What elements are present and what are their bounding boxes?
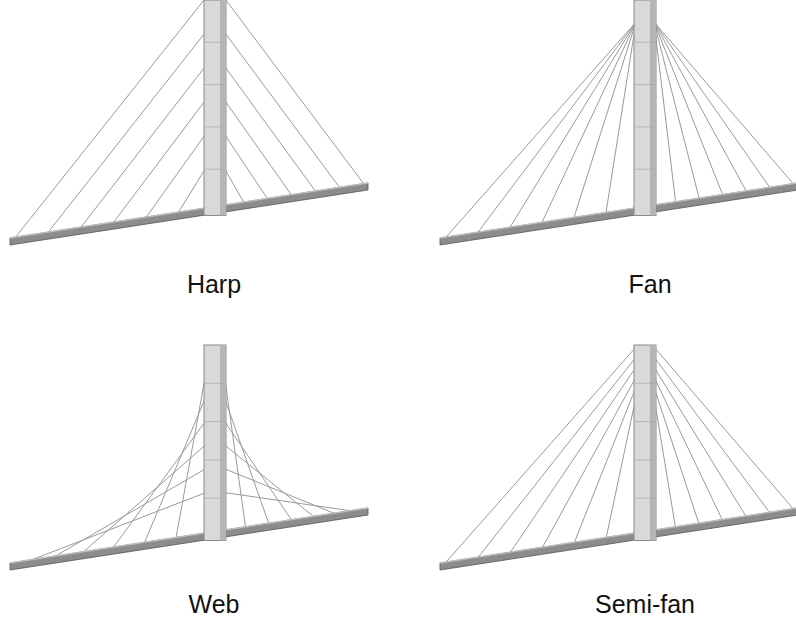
stay-cable bbox=[654, 377, 725, 524]
bridge-figure bbox=[10, 345, 368, 570]
stay-cable bbox=[224, 469, 343, 517]
tower-joint bbox=[204, 383, 226, 384]
tower-shade bbox=[220, 345, 226, 541]
tower-joint bbox=[204, 126, 226, 127]
tower bbox=[634, 0, 656, 216]
tower bbox=[204, 0, 226, 216]
stay-cable bbox=[44, 32, 206, 238]
stay-cable bbox=[224, 32, 343, 192]
stay-cable bbox=[224, 0, 367, 188]
stay-cable bbox=[11, 0, 206, 243]
tower bbox=[634, 345, 656, 541]
stay-cable bbox=[654, 347, 796, 513]
bridge-deck bbox=[10, 508, 368, 570]
tower-joint bbox=[634, 169, 656, 170]
tower-joint bbox=[634, 42, 656, 43]
bridge-figure bbox=[10, 0, 368, 245]
bridge-deck bbox=[440, 508, 796, 570]
stay-cable bbox=[224, 493, 367, 514]
stay-cable bbox=[507, 367, 636, 558]
bridge-type-label: Web bbox=[189, 590, 240, 619]
tower-joint bbox=[204, 421, 226, 422]
deck-edge bbox=[440, 508, 796, 563]
tower-joint bbox=[634, 84, 656, 85]
tower-joint bbox=[634, 498, 656, 499]
tower-shade bbox=[650, 0, 656, 216]
tower-joint bbox=[204, 84, 226, 85]
stay-cable bbox=[654, 387, 700, 528]
stay-cable bbox=[654, 22, 749, 196]
deck-edge bbox=[10, 508, 368, 563]
stay-cable bbox=[507, 22, 636, 233]
bridge-deck bbox=[440, 183, 796, 245]
tower-joint bbox=[204, 169, 226, 170]
tower-shade bbox=[220, 0, 226, 216]
tower-shade bbox=[650, 345, 656, 541]
bridge-deck bbox=[10, 183, 368, 245]
tower-joint bbox=[634, 459, 656, 460]
stay-cable bbox=[441, 347, 636, 568]
stay-cable bbox=[224, 134, 270, 203]
stay-cable bbox=[654, 22, 796, 188]
bridge-figure bbox=[440, 345, 796, 570]
tower-joint bbox=[634, 383, 656, 384]
stay-cable bbox=[605, 397, 636, 543]
tower-joint bbox=[204, 459, 226, 460]
stay-cable bbox=[474, 357, 636, 563]
stay-cable bbox=[110, 100, 207, 228]
stay-cable bbox=[224, 445, 319, 521]
bridge-figure bbox=[440, 0, 796, 245]
stay-cable bbox=[224, 373, 246, 532]
stay-cable bbox=[77, 66, 206, 233]
stay-cable bbox=[474, 22, 636, 238]
stay-cable bbox=[654, 22, 773, 192]
stay-cable bbox=[654, 367, 749, 521]
stay-cable bbox=[540, 377, 637, 553]
stay-cable bbox=[572, 387, 636, 548]
deck-edge bbox=[10, 183, 368, 238]
stay-cable bbox=[441, 22, 636, 243]
tower bbox=[204, 345, 226, 541]
bridge-type-label: Harp bbox=[187, 270, 241, 299]
bridge-type-label: Fan bbox=[628, 270, 671, 299]
tower-joint bbox=[634, 421, 656, 422]
stay-cable bbox=[572, 22, 636, 223]
tower-joint bbox=[204, 42, 226, 43]
tower-joint bbox=[204, 498, 226, 499]
stay-cable bbox=[654, 22, 725, 199]
stay-cable bbox=[540, 22, 637, 228]
stay-cable bbox=[654, 357, 773, 517]
stay-cable bbox=[224, 168, 246, 207]
stay-cable bbox=[224, 66, 319, 196]
tower-joint bbox=[634, 126, 656, 127]
stay-cable bbox=[224, 397, 270, 528]
bridge-type-label: Semi-fan bbox=[595, 590, 695, 619]
deck-edge bbox=[440, 183, 796, 238]
stay-cable bbox=[11, 493, 206, 568]
